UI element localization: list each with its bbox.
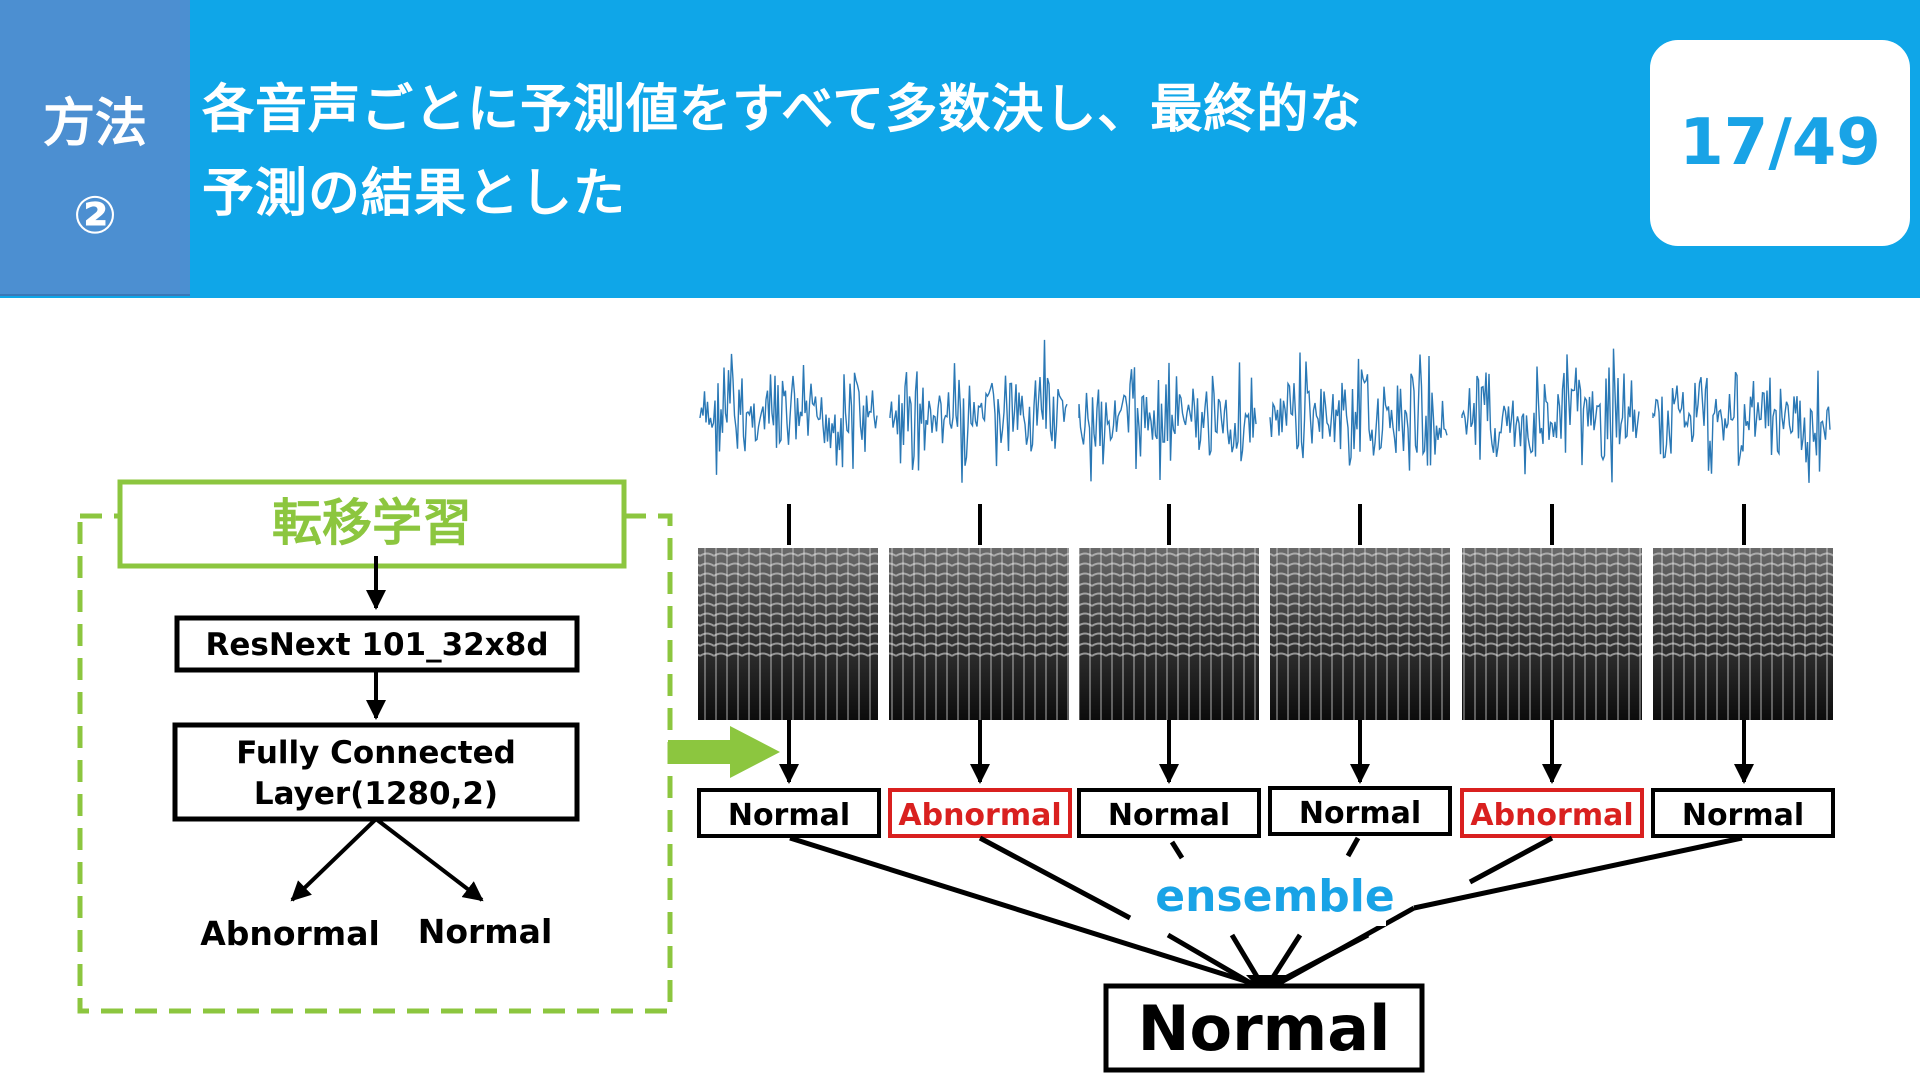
prediction-box bbox=[888, 788, 1072, 838]
final-result-label: Normal bbox=[1138, 992, 1391, 1065]
apply-model-arrow bbox=[668, 726, 780, 778]
title-line-2: 予測の結果とした bbox=[202, 164, 627, 224]
segment-6: Normal bbox=[1651, 370, 1835, 838]
ensemble-label: ensemble bbox=[1155, 871, 1394, 922]
prediction-label: Abnormal bbox=[898, 798, 1061, 833]
backbone-label: ResNext 101_32x8d bbox=[205, 627, 548, 663]
spectrogram-onsets bbox=[1653, 548, 1833, 720]
waveform bbox=[1652, 370, 1831, 483]
section-tag: 方法 ② bbox=[0, 0, 190, 296]
section-number: ② bbox=[72, 186, 118, 246]
prediction-label: Abnormal bbox=[1470, 798, 1633, 833]
prediction-box bbox=[1077, 788, 1261, 838]
waveform bbox=[1269, 352, 1448, 471]
fc-label-line2: Layer(1280,2) bbox=[254, 776, 498, 812]
fc-label-line1: Fully Connected bbox=[236, 735, 516, 771]
segment-4: Normal bbox=[1268, 352, 1452, 836]
title-line-1: 各音声ごとに予測値をすべて多数決し、最終的な bbox=[202, 80, 1363, 140]
final-result-box bbox=[1103, 983, 1425, 1073]
prediction-label: Normal bbox=[1682, 798, 1804, 833]
prediction-label: Normal bbox=[1299, 796, 1421, 831]
ensemble-label-bg bbox=[1160, 870, 1386, 926]
page-counter: 17/49 bbox=[1650, 40, 1910, 246]
output-normal-label: Normal bbox=[418, 912, 553, 951]
ensemble-diagram: 転移学習 ResNext 101_32x8d Fully Connected L… bbox=[77, 339, 1835, 1073]
prediction-box bbox=[1651, 788, 1835, 838]
spectrogram-onsets bbox=[1462, 548, 1642, 720]
transfer-label-box bbox=[117, 479, 627, 569]
prediction-box bbox=[697, 788, 881, 838]
transfer-learning-label: 転移学習 bbox=[272, 494, 472, 552]
prediction-box bbox=[1268, 786, 1452, 836]
spectrogram-onsets bbox=[1079, 548, 1259, 720]
segment-5: Abnormal bbox=[1460, 348, 1644, 838]
spectrogram-onsets bbox=[1270, 548, 1450, 720]
prediction-label: Normal bbox=[728, 798, 850, 833]
spectrogram-onsets bbox=[698, 548, 878, 720]
segment-columns: Normal Abnormal Normal bbox=[697, 339, 1835, 838]
waveform bbox=[699, 353, 878, 475]
spectrogram-onsets bbox=[889, 548, 1069, 720]
arrow-to-abnormal bbox=[290, 817, 378, 902]
waveform bbox=[889, 339, 1068, 483]
transfer-learning-group: 転移学習 ResNext 101_32x8d Fully Connected L… bbox=[77, 479, 673, 1014]
waveform bbox=[1078, 362, 1257, 482]
waveform bbox=[1461, 348, 1640, 483]
slide-title: 各音声ごとに予測値をすべて多数決し、最終的な 予測の結果とした bbox=[202, 68, 1602, 236]
segment-2: Abnormal bbox=[888, 339, 1072, 838]
segment-1: Normal bbox=[697, 353, 881, 838]
fc-layer-box bbox=[172, 722, 580, 822]
prediction-label: Normal bbox=[1108, 798, 1230, 833]
section-label: 方法 bbox=[42, 94, 147, 154]
title-bar bbox=[0, 0, 1920, 298]
segment-3: Normal bbox=[1077, 362, 1261, 838]
output-abnormal-label: Abnormal bbox=[200, 914, 380, 953]
arrow-to-normal bbox=[374, 817, 484, 902]
prediction-box bbox=[1460, 788, 1644, 838]
